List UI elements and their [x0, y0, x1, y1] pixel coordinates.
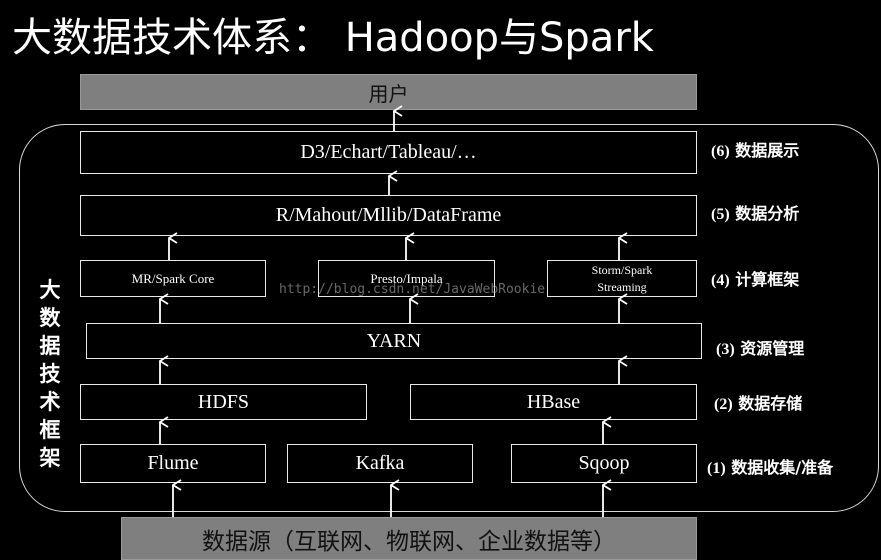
box-sqoop: Sqoop: [511, 444, 697, 483]
side-char: 数: [39, 306, 61, 330]
side-char: 大: [39, 278, 61, 302]
layer-label-4: (4) 计算框架: [711, 266, 799, 290]
layer-name: 数据存储: [738, 394, 803, 413]
layer-name: 数据分析: [735, 204, 800, 223]
box-kafka: Kafka: [287, 444, 473, 483]
layer-label-5: (5) 数据分析: [711, 200, 799, 224]
layer-label-2: (2) 数据存储: [714, 390, 802, 414]
watermark: http://blog.csdn.net/JavaWebRookie: [279, 282, 546, 297]
data-sources-bar: 数据源（互联网、物联网、企业数据等）: [121, 517, 697, 560]
box-hdfs: HDFS: [80, 384, 367, 420]
layer-num: (1): [707, 460, 726, 477]
layer-label-1: (1) 数据收集/准备: [707, 454, 833, 478]
layer-num: (3): [716, 341, 735, 358]
layer-num: (6): [711, 143, 730, 160]
framework-side-label: 大 数 据 技 术 框 架: [36, 276, 64, 472]
side-char: 技: [39, 362, 61, 386]
box-visualization-tools: D3/Echart/Tableau/…: [80, 131, 697, 174]
box-mr-spark-core: MR/Spark Core: [80, 260, 266, 297]
framework-frame: [19, 124, 879, 512]
side-char: 架: [39, 446, 61, 470]
layer-name: 数据收集/准备: [731, 458, 834, 477]
diagram-title: 大数据技术体系： Hadoop与Spark: [12, 15, 654, 61]
side-char: 框: [39, 418, 61, 442]
side-char: 据: [39, 334, 61, 358]
layer-label-6: (6) 数据展示: [711, 137, 799, 161]
layer-label-3: (3) 资源管理: [716, 335, 804, 359]
box-yarn: YARN: [86, 323, 702, 359]
layer-num: (4): [711, 272, 730, 289]
box-hbase: HBase: [410, 384, 697, 420]
layer-name: 数据展示: [735, 141, 800, 160]
users-bar: 用户: [80, 74, 697, 110]
layer-num: (2): [714, 396, 733, 413]
layer-name: 资源管理: [740, 339, 805, 358]
box-analysis-tools: R/Mahout/Mllib/DataFrame: [80, 195, 697, 236]
box-presto-impala: Presto/Impala: [318, 260, 495, 297]
layer-name: 计算框架: [735, 270, 800, 289]
layer-num: (5): [711, 206, 730, 223]
side-char: 术: [39, 390, 61, 414]
box-storm-spark-streaming: Storm/Spark Streaming: [547, 260, 697, 297]
